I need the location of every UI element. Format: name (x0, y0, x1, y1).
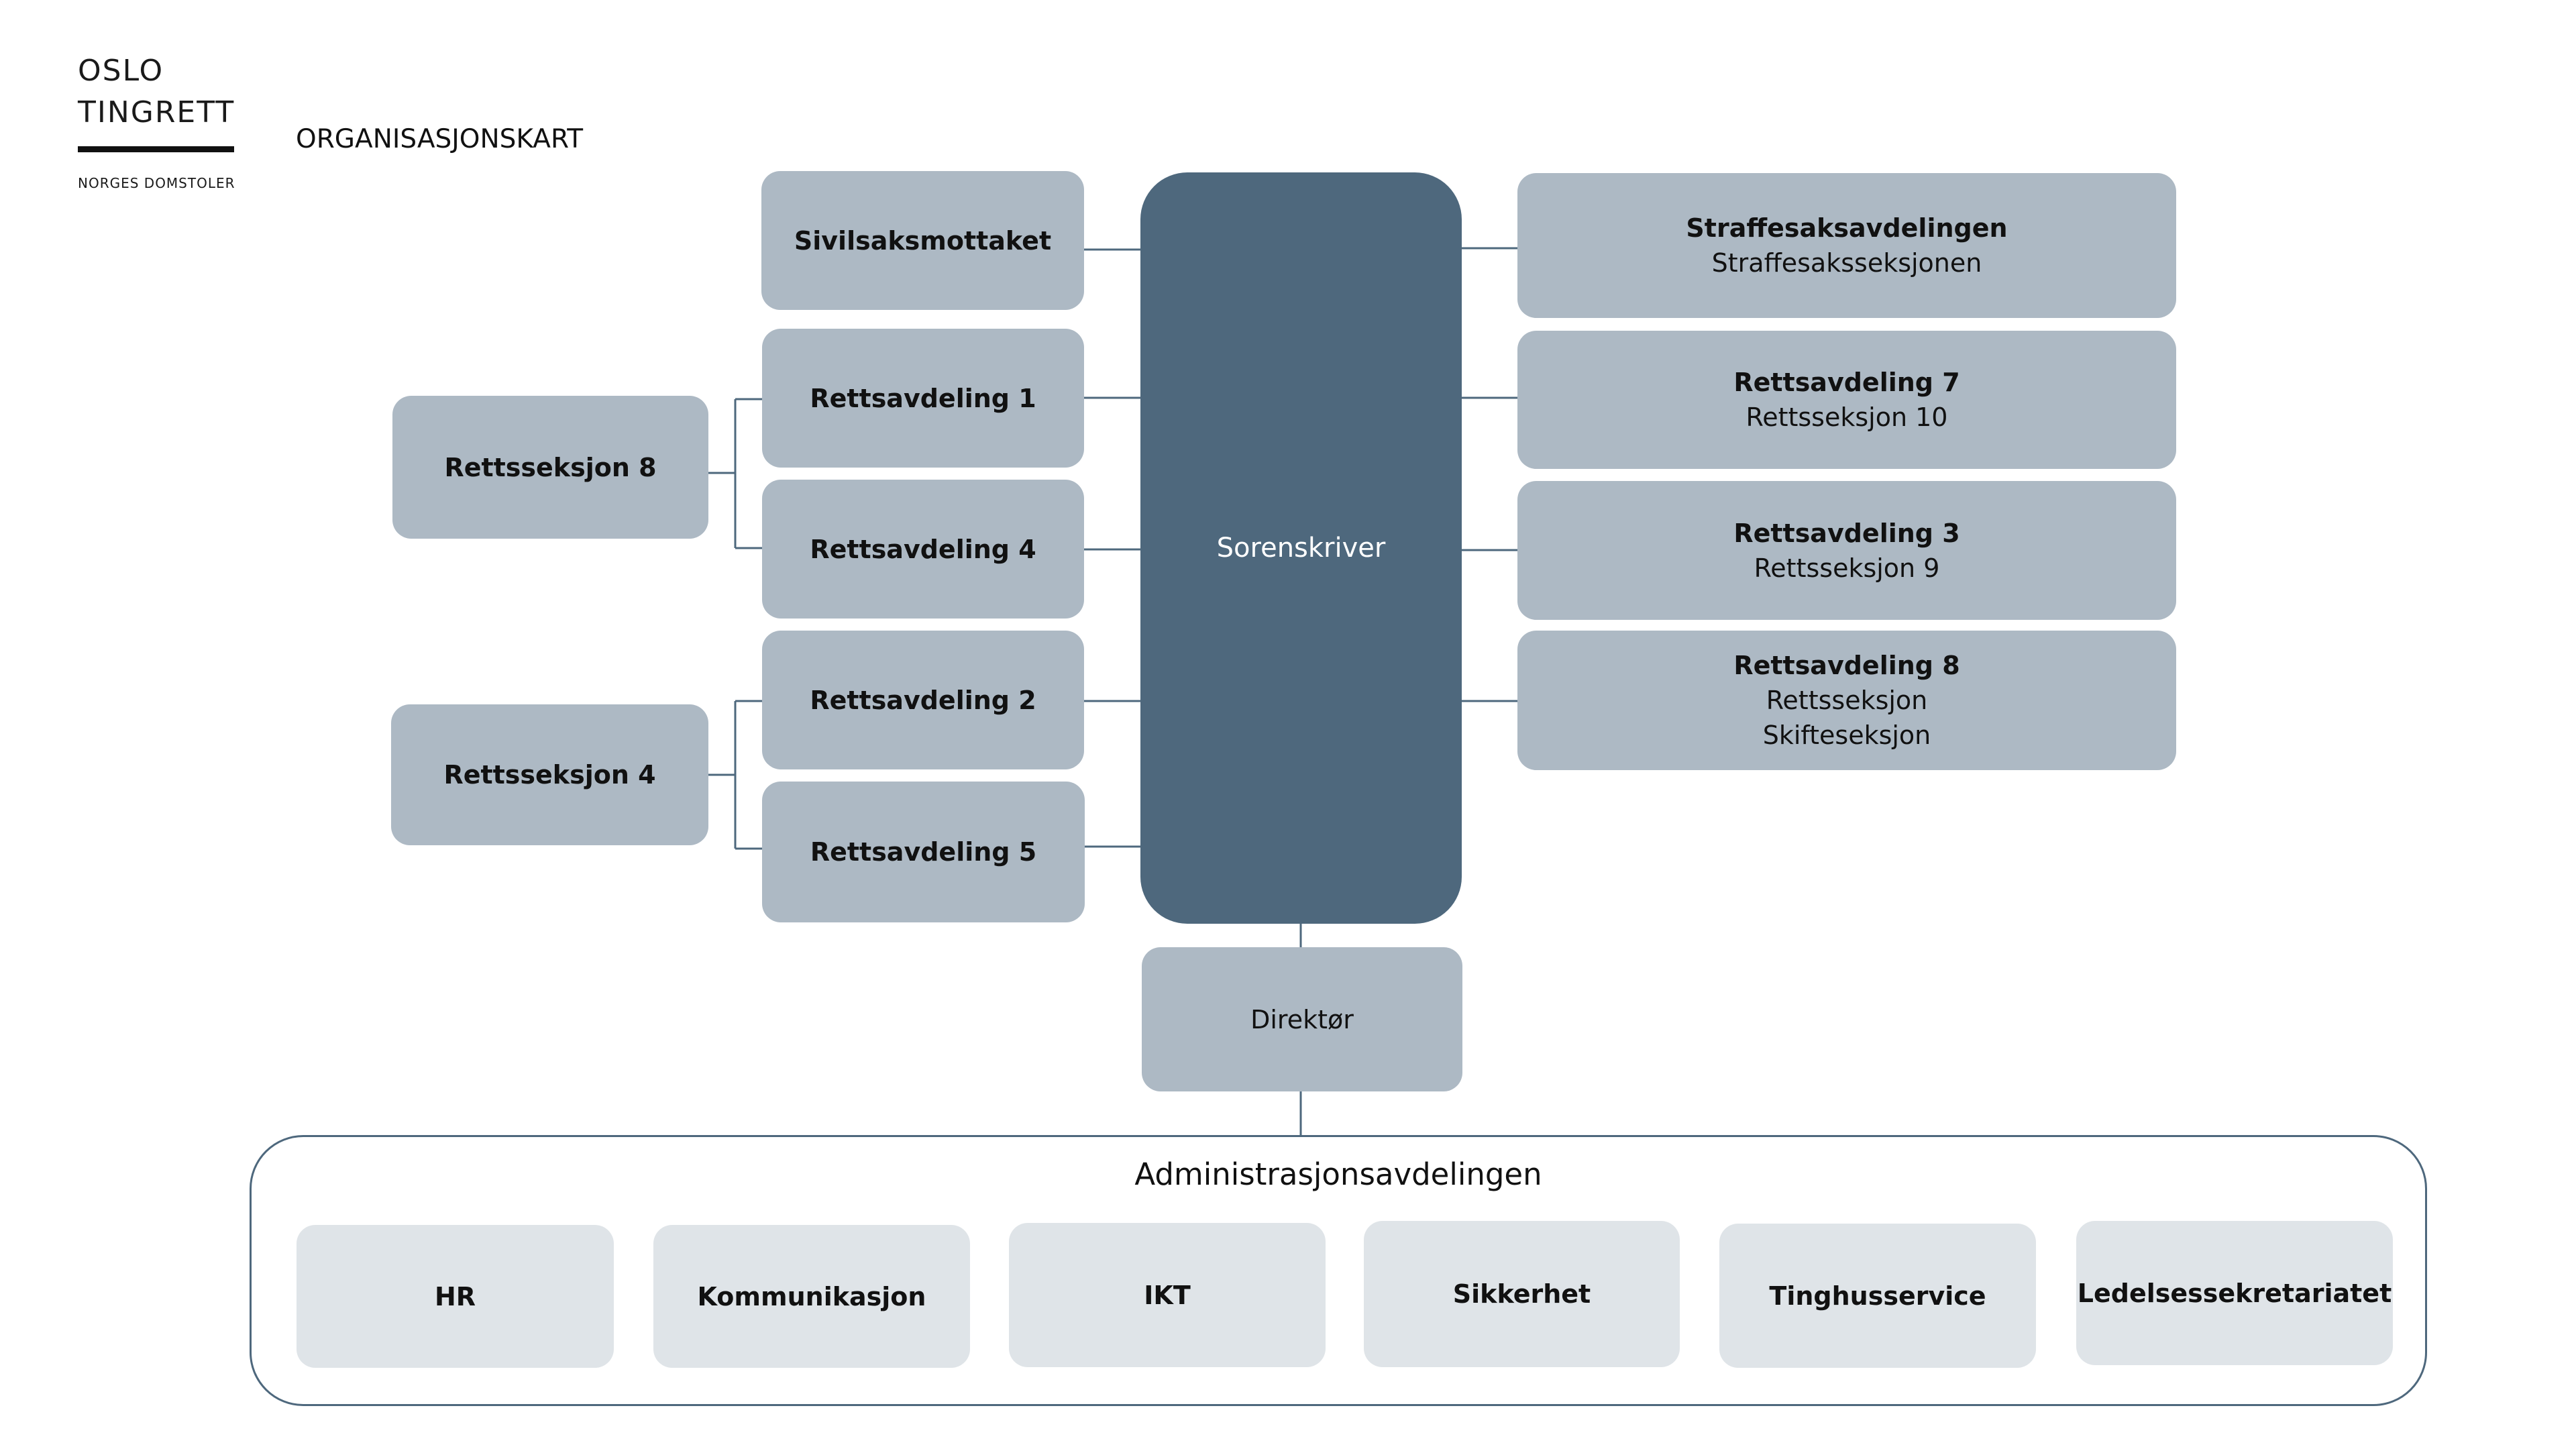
admin-unit-label: IKT (1144, 1280, 1191, 1310)
admin-unit-label: Kommunikasjon (697, 1281, 926, 1311)
unit-straffesaksavdelingen: Straffesaksavdelingen Straffesaksseksjon… (1517, 173, 2176, 318)
unit-title: Rettsavdeling 7 (1733, 368, 1960, 397)
section-rettsseksjon-4: Rettsseksjon 4 (391, 704, 708, 845)
admin-unit-kommunikasjon: Kommunikasjon (653, 1225, 970, 1368)
logo-text-tingrett: TINGRETT (78, 95, 235, 129)
logo-text-oslo: OSLO (78, 54, 164, 88)
unit-label: Sivilsaksmottaket (794, 225, 1052, 256)
unit-title: Straffesaksavdelingen (1686, 213, 2008, 243)
director-node: Direktør (1142, 947, 1462, 1091)
unit-rettsavdeling-3: Rettsavdeling 3 Rettsseksjon 9 (1517, 481, 2176, 620)
admin-unit-ikt: IKT (1009, 1223, 1326, 1367)
admin-unit-ledelsessekretariatet: Ledelsessekretariatet (2076, 1221, 2393, 1365)
admin-unit-hr: HR (297, 1225, 614, 1368)
admin-unit-label: HR (434, 1281, 476, 1311)
admin-unit-label: Ledelsessekretariatet (2077, 1278, 2392, 1308)
admin-unit-sikkerhet: Sikkerhet (1364, 1221, 1680, 1367)
unit-sivilsaksmottaket: Sivilsaksmottaket (761, 171, 1084, 310)
sorenskriver-label: Sorenskriver (1216, 533, 1386, 564)
unit-title: Rettsavdeling 8 (1733, 651, 1960, 680)
admin-unit-label: Sikkerhet (1452, 1279, 1591, 1309)
unit-label: Rettsavdeling 5 (810, 837, 1037, 867)
section-label: Rettsseksjon 4 (443, 760, 656, 790)
unit-rettsavdeling-1: Rettsavdeling 1 (762, 329, 1084, 468)
unit-subtitle: Straffesaksseksjonen (1711, 248, 1982, 278)
unit-rettsavdeling-5: Rettsavdeling 5 (762, 782, 1085, 922)
unit-label: Rettsavdeling 4 (810, 534, 1036, 564)
page-title: ORGANISASJONSKART (296, 124, 584, 154)
unit-rettsavdeling-4: Rettsavdeling 4 (762, 480, 1084, 619)
unit-rettsavdeling-2: Rettsavdeling 2 (762, 631, 1084, 769)
admin-unit-tinghusservice: Tinghusservice (1719, 1224, 2036, 1368)
section-rettsseksjon-8: Rettsseksjon 8 (392, 396, 708, 539)
sorenskriver-node: Sorenskriver (1140, 172, 1462, 924)
unit-label: Rettsavdeling 1 (810, 383, 1036, 413)
admin-unit-label: Tinghusservice (1769, 1281, 1986, 1311)
unit-subtitle: Rettsseksjon (1766, 686, 1928, 715)
unit-subtitle: Skifteseksjon (1762, 720, 1931, 750)
logo-subtitle: NORGES DOMSTOLER (78, 175, 235, 191)
director-label: Direktør (1250, 1004, 1354, 1034)
unit-subtitle: Rettsseksjon 9 (1754, 553, 1940, 583)
unit-rettsavdeling-8: Rettsavdeling 8 Rettsseksjon Skifteseksj… (1517, 631, 2176, 770)
logo-bar (78, 146, 234, 152)
unit-rettsavdeling-7: Rettsavdeling 7 Rettsseksjon 10 (1517, 331, 2176, 469)
section-label: Rettsseksjon 8 (444, 452, 657, 482)
admin-department-title: Administrasjonsavdelingen (1134, 1157, 1542, 1192)
unit-label: Rettsavdeling 2 (810, 685, 1036, 715)
unit-title: Rettsavdeling 3 (1733, 518, 1960, 548)
unit-subtitle: Rettsseksjon 10 (1746, 402, 1948, 432)
